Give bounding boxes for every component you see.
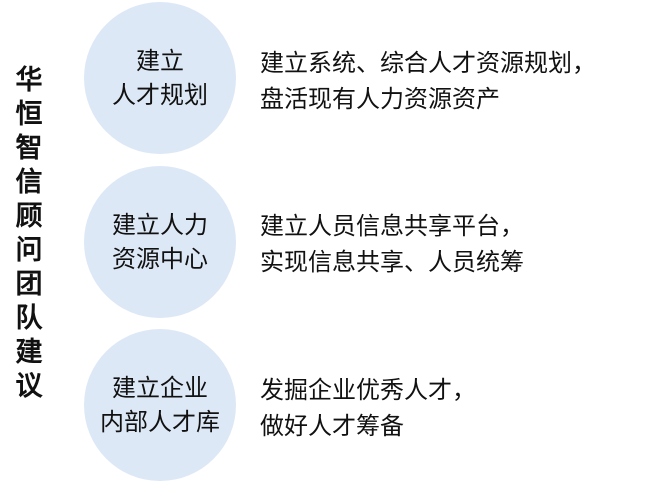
side-title-char: 华 — [15, 65, 43, 96]
description-line: 做好人才筹备 — [260, 412, 404, 440]
circle-label: 建立 — [136, 47, 184, 75]
recommendation-circle: 建立人力 资源中心 — [84, 166, 236, 318]
recommendation-description: 建立人员信息共享平台， 实现信息共享、人员统筹 — [260, 208, 650, 280]
side-title-char: 问 — [15, 235, 43, 266]
side-title-char: 队 — [15, 303, 43, 334]
side-title-char: 顾 — [15, 201, 43, 232]
circle-label: 人才规划 — [112, 81, 208, 109]
side-title-char: 恒 — [15, 99, 43, 130]
side-title-char: 建 — [15, 337, 43, 368]
side-title-char: 智 — [15, 133, 43, 164]
side-title-char: 信 — [15, 167, 43, 198]
recommendation-description: 发掘企业优秀人才， 做好人才筹备 — [260, 372, 650, 444]
description-line: 建立人员信息共享平台， — [260, 212, 524, 240]
circle-label: 建立人力 — [112, 211, 208, 239]
description-line: 发掘企业优秀人才， — [260, 376, 476, 404]
recommendation-description: 建立系统、综合人才资源规划， 盘活现有人力资源资产 — [260, 45, 650, 117]
side-title: 华 恒 智 信 顾 问 团 队 建 议 — [12, 64, 46, 404]
side-title-char: 团 — [15, 269, 43, 300]
recommendation-circle: 建立企业 内部人才库 — [84, 329, 236, 481]
side-title-char: 议 — [15, 371, 43, 402]
description-line: 实现信息共享、人员统筹 — [260, 248, 524, 276]
circle-label: 资源中心 — [112, 245, 208, 273]
circle-label: 内部人才库 — [100, 408, 220, 436]
recommendation-circle: 建立 人才规划 — [84, 2, 236, 154]
description-line: 盘活现有人力资源资产 — [260, 85, 500, 113]
circle-label: 建立企业 — [112, 374, 208, 402]
description-line: 建立系统、综合人才资源规划， — [260, 49, 596, 77]
